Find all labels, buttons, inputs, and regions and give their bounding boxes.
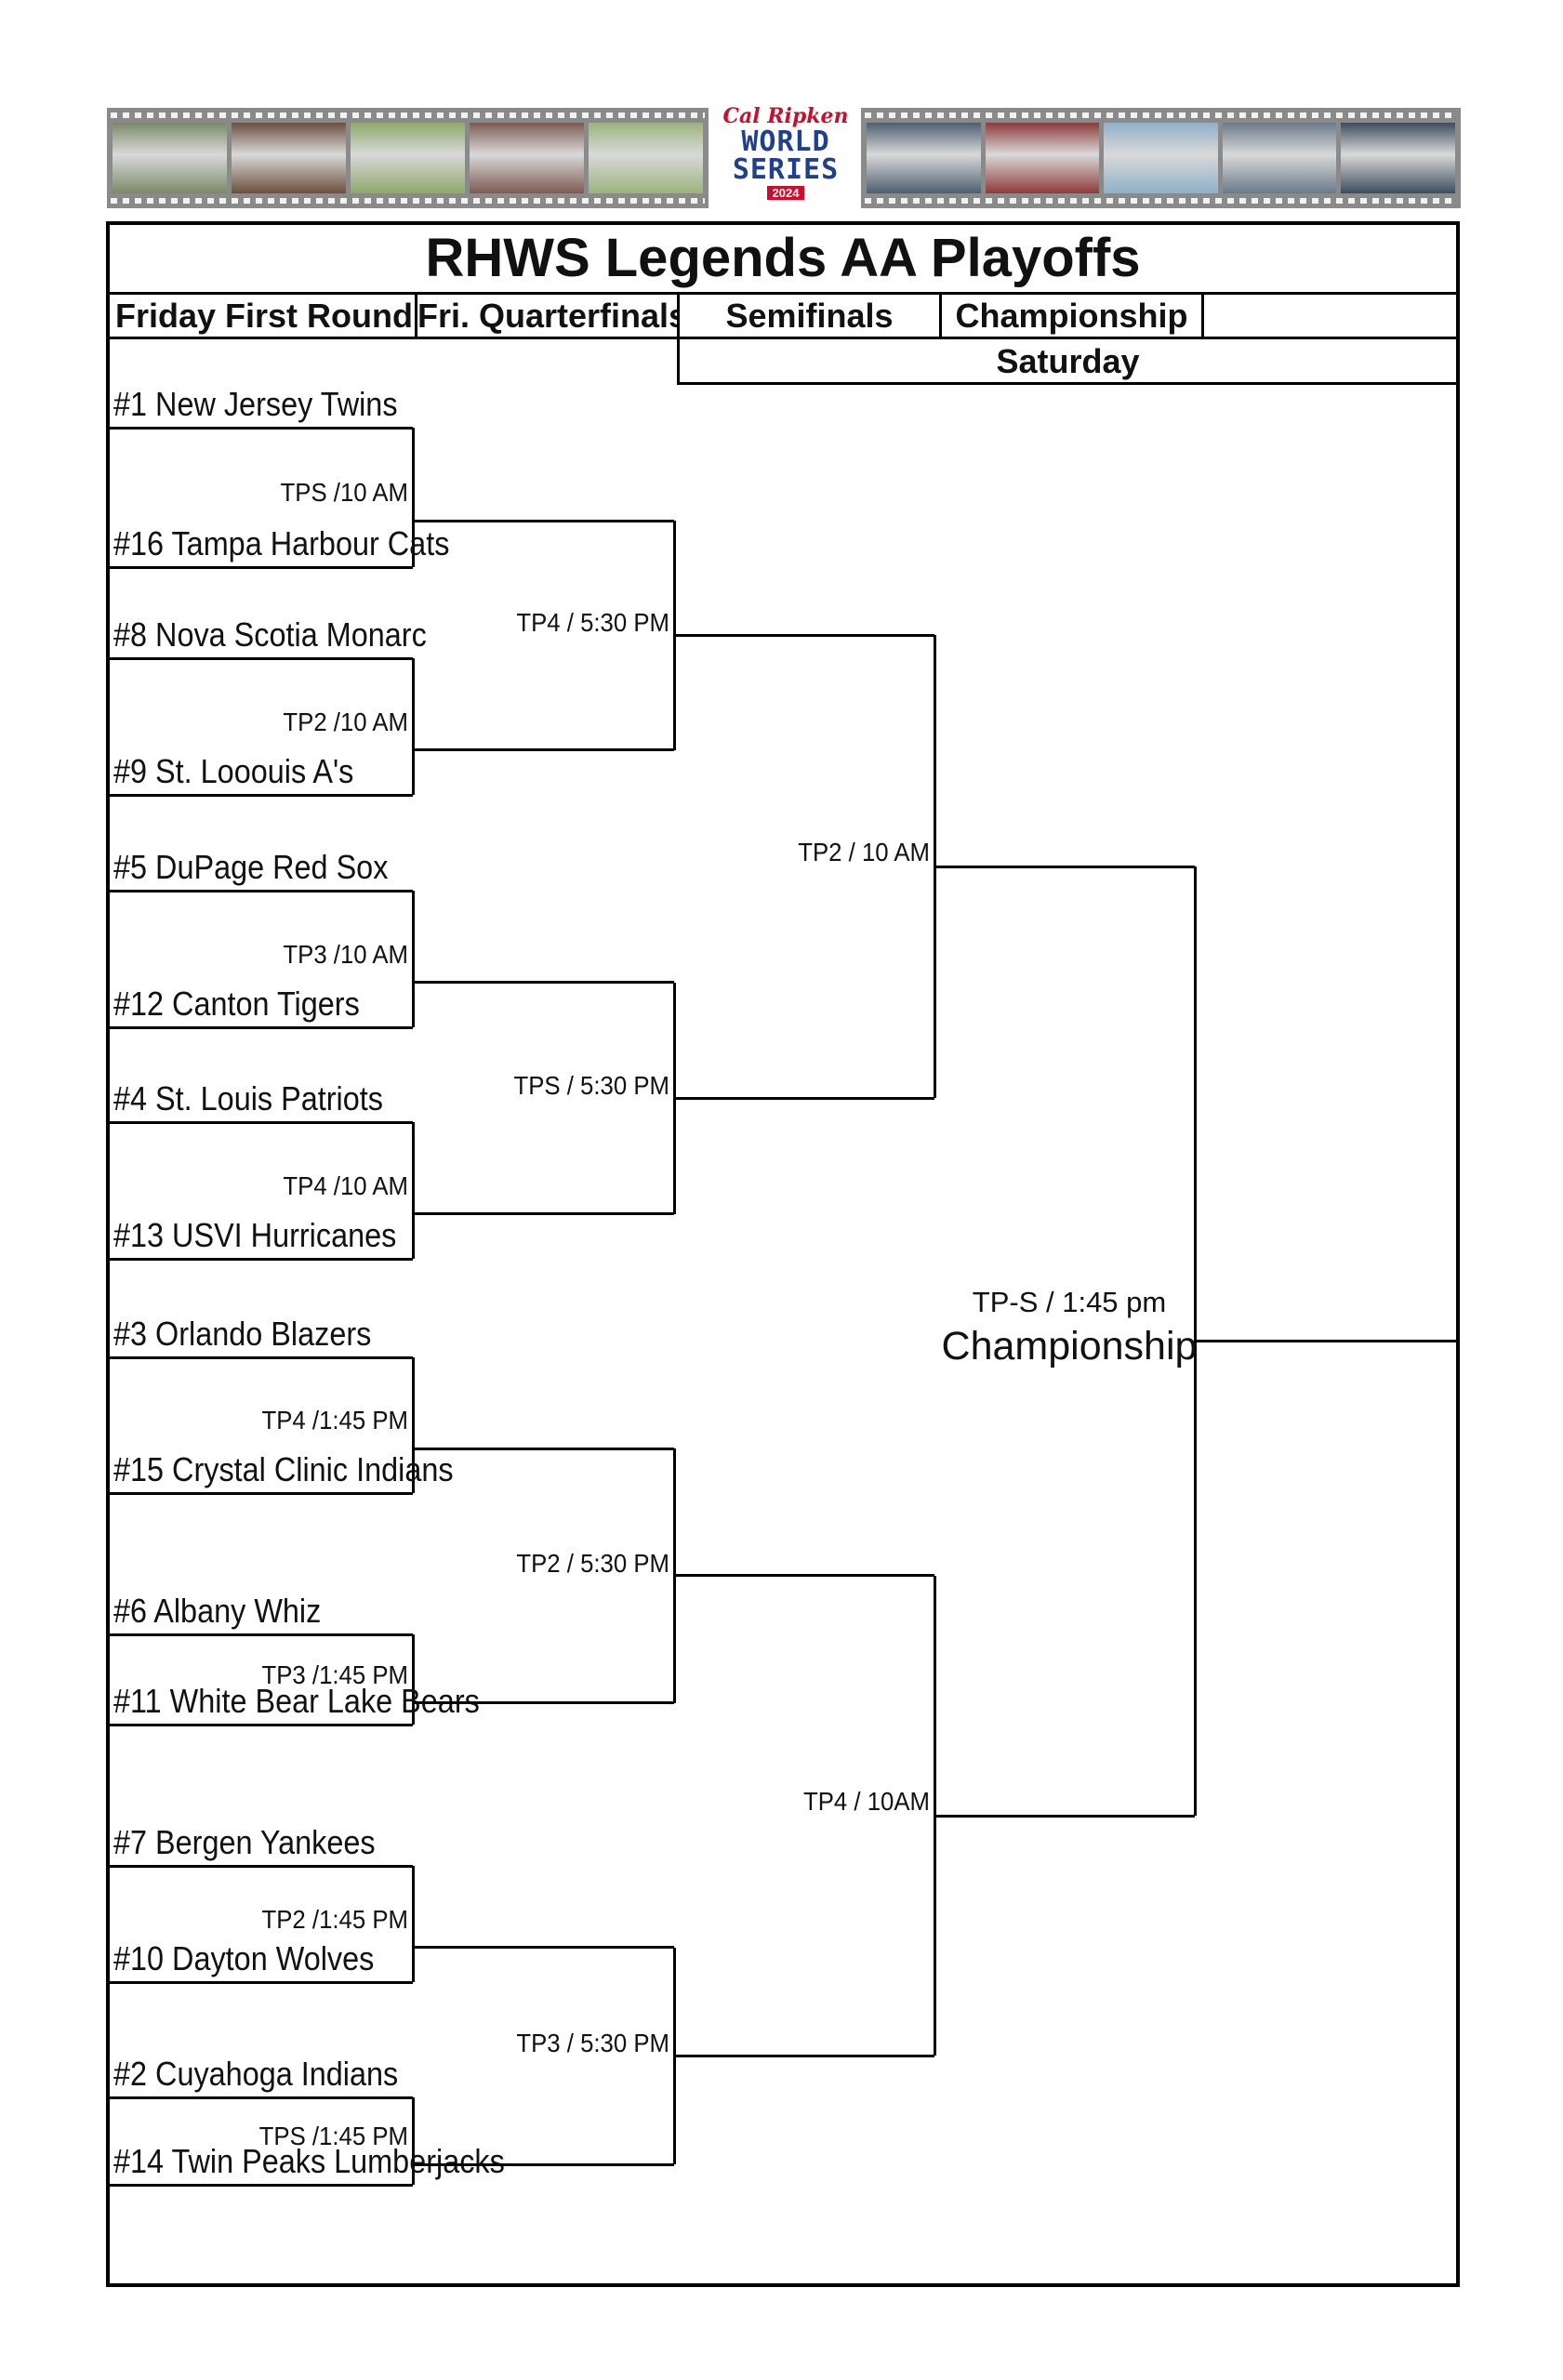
quarterfinal-line <box>413 1946 674 1949</box>
logo-word-series: SERIES <box>732 153 840 186</box>
game-time: TP2 / 10 AM <box>798 838 930 867</box>
quarterfinal-line <box>413 1701 674 1704</box>
first-round-top-line <box>110 1864 413 1868</box>
first-round-bottom-line <box>110 1025 413 1029</box>
quarterfinal-line <box>413 2162 674 2166</box>
first-round-top-line <box>110 656 413 660</box>
first-round-connector <box>411 2097 415 2185</box>
first-round-top-line <box>110 889 413 892</box>
first-round-top-line <box>110 1355 413 1359</box>
semifinal-line <box>674 633 934 637</box>
championship-time: TP-S / 1:45 pm <box>972 1285 1167 1318</box>
game-time: TP4 / 5:30 PM <box>516 608 669 638</box>
quarterfinal-line <box>413 1447 674 1450</box>
championship-label: Championship <box>941 1323 1198 1368</box>
game-time: TP4 /10 AM <box>283 1170 408 1200</box>
first-round-bottom-line <box>110 2183 413 2187</box>
first-round-bottom-line <box>110 1980 413 1984</box>
game-time: TP2 /1:45 PM <box>261 1904 408 1934</box>
first-round-top-line <box>110 1120 413 1124</box>
team-name: #9 St. Looouis A's <box>113 752 354 790</box>
first-round-connector <box>411 658 415 795</box>
game-time: TP4 /1:45 PM <box>261 1406 408 1435</box>
bracket-frame: RHWS Legends AA Playoffs Friday First Ro… <box>106 221 1460 2287</box>
first-round-bottom-line <box>110 1257 413 1261</box>
team-name: #7 Bergen Yankees <box>113 1823 376 1861</box>
photo-strip-left <box>107 108 709 208</box>
banner-photo <box>1104 123 1218 193</box>
first-round-connector <box>411 1634 415 1725</box>
champion-line <box>1195 1340 1460 1343</box>
header-saturday: Saturday <box>677 339 1456 385</box>
first-round-bottom-line <box>110 1723 413 1726</box>
team-name: #16 Tampa Harbour Cats <box>113 524 450 562</box>
banner-photo <box>470 123 584 193</box>
header-championship: Championship <box>942 292 1204 339</box>
banner-photo <box>867 123 981 193</box>
banner-photo <box>589 123 703 193</box>
championship-line <box>934 865 1195 868</box>
team-name: #13 USVI Hurricanes <box>113 1216 397 1254</box>
first-round-top-line <box>110 426 413 430</box>
game-time: TPS /1:45 PM <box>258 2122 408 2150</box>
page-title: RHWS Legends AA Playoffs <box>110 225 1456 295</box>
game-time: TP2 / 5:30 PM <box>516 1548 669 1578</box>
quarterfinal-line <box>413 981 674 984</box>
photo-row <box>113 123 703 193</box>
banner-photo <box>113 123 227 193</box>
first-round-connector <box>411 428 415 567</box>
team-name: #10 Dayton Wolves <box>113 1939 375 1977</box>
first-round-connector <box>411 1866 415 1982</box>
logo-word-world: WORLD <box>741 126 830 158</box>
semifinal-line <box>674 1096 934 1100</box>
team-name: #5 DuPage Red Sox <box>113 848 389 886</box>
game-time: TP2 /10 AM <box>283 707 408 736</box>
first-round-connector <box>411 1122 415 1259</box>
banner-photo <box>232 123 346 193</box>
game-time: TPS /10 AM <box>280 478 408 507</box>
first-round-top-line <box>110 1633 413 1636</box>
quarterfinal-line <box>413 1212 674 1215</box>
team-name: #11 White Bear Lake Bears <box>113 1682 480 1720</box>
first-round-bottom-line <box>110 565 413 569</box>
game-time: TPS / 5:30 PM <box>513 1071 669 1100</box>
team-name: #12 Canton Tigers <box>113 985 360 1023</box>
banner-photo <box>1222 123 1337 193</box>
header-semifinals: Semifinals <box>680 292 942 339</box>
photo-row <box>867 123 1455 193</box>
first-round-bottom-line <box>110 793 413 797</box>
game-time: TP3 / 5:30 PM <box>516 2029 669 2058</box>
team-name: #8 Nova Scotia Monarc <box>113 615 427 654</box>
championship-line <box>934 1814 1195 1818</box>
banner-photo <box>985 123 1100 193</box>
first-round-top-line <box>110 2096 413 2099</box>
header-blank <box>1204 292 1456 339</box>
first-round-connector <box>411 1357 415 1493</box>
first-round-bottom-line <box>110 1491 413 1495</box>
team-name: #15 Crystal Clinic Indians <box>113 1450 454 1488</box>
header-quarterfinals: Fri. Quarterfinals <box>417 292 680 339</box>
quarterfinal-line <box>413 748 674 751</box>
first-round-connector <box>411 891 415 1027</box>
game-time: TP3 /1:45 PM <box>261 1659 408 1689</box>
banner-photo <box>1341 123 1455 193</box>
team-name: #14 Twin Peaks Lumberjacks <box>113 2142 505 2180</box>
team-name: #3 Orlando Blazers <box>113 1315 372 1353</box>
photo-strip-right <box>861 108 1461 208</box>
banner-photo <box>351 123 465 193</box>
game-time: TP3 /10 AM <box>283 939 408 969</box>
logo-script: Cal Ripken <box>722 104 849 128</box>
header-first-round: Friday First Round <box>110 292 417 339</box>
semifinal-line <box>674 1574 934 1578</box>
world-series-logo: Cal Ripken WORLD SERIES 2024 <box>721 104 851 210</box>
team-name: #2 Cuyahoga Indians <box>113 2055 399 2093</box>
team-name: #6 Albany Whiz <box>113 1592 322 1630</box>
quarterfinal-line <box>413 519 674 522</box>
team-name: #1 New Jersey Twins <box>113 385 398 423</box>
game-time: TP4 / 10AM <box>802 1787 930 1816</box>
team-name: #4 St. Louis Patriots <box>113 1079 383 1117</box>
logo-year: 2024 <box>766 186 805 200</box>
semifinal-line <box>674 2054 934 2057</box>
